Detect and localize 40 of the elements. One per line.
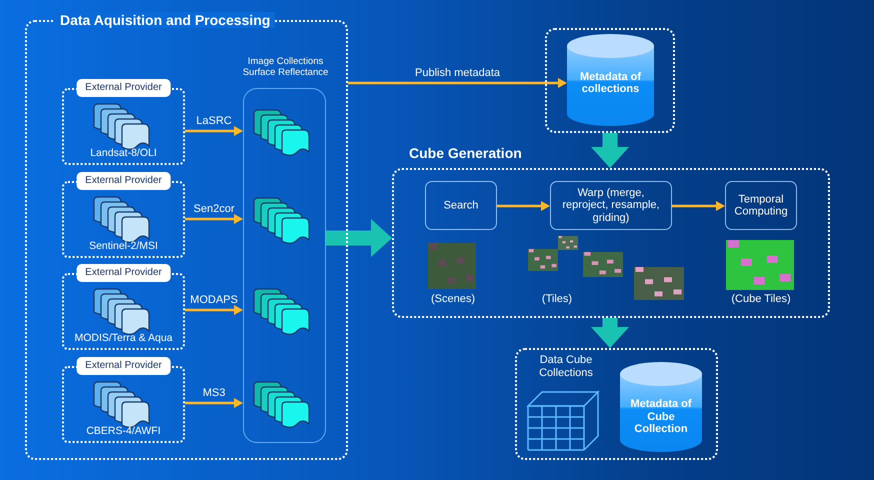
block-arrow (591, 133, 629, 168)
edge-label: MODAPS (190, 294, 238, 306)
panel-heading: Image Collections Surface Reflectance (242, 57, 330, 79)
image-caption: (Cube Tiles) (731, 293, 791, 305)
block-arrow (326, 219, 392, 257)
provider-tag: External Provider (76, 79, 171, 96)
provider-tag: External Provider (76, 172, 171, 190)
image-caption: (Scenes) (430, 293, 476, 305)
process-box (725, 181, 797, 230)
edge-label: Publish metadata (415, 67, 500, 79)
provider-tag: External Provider (76, 264, 171, 282)
dotted-group-frame (545, 28, 675, 133)
arrow (185, 214, 243, 224)
cube-heading: Data Cube Collections (538, 354, 594, 380)
process-label: Temporal Computing (733, 192, 789, 218)
process-label: Warp (merge, reproject, resample, griding) (561, 186, 661, 224)
arrow (497, 201, 550, 211)
provider-tag: External Provider (76, 357, 171, 374)
arrow (185, 398, 243, 408)
sensor-name: Sentinel-2/MSI (88, 240, 159, 252)
arrow (672, 201, 725, 211)
process-box (425, 181, 497, 230)
database-label: Metadata of Cube Collection (629, 398, 693, 436)
arrow (348, 78, 567, 88)
group-title: Cube Generation (408, 145, 523, 162)
sensor-name: CBERS-4/AWFI (85, 424, 162, 437)
edge-label: MS3 (202, 387, 226, 399)
arrow (185, 126, 243, 136)
sensor-name: Landsat-8/OLI (89, 146, 158, 159)
database-label: Metadata of collections (578, 70, 642, 96)
edge-label: LaSRC (196, 115, 232, 127)
edge-label: Sen2cor (194, 203, 234, 215)
group-title: Data Aquisition and Processing (55, 12, 276, 28)
image-caption: (Tiles) (542, 293, 572, 305)
process-label: Search (442, 199, 480, 212)
arrow (185, 305, 243, 315)
process-box (550, 181, 672, 230)
dotted-group-frame (515, 348, 718, 460)
sensor-name: MODIS/Terra & Aqua (73, 332, 174, 344)
block-arrow (591, 318, 629, 348)
